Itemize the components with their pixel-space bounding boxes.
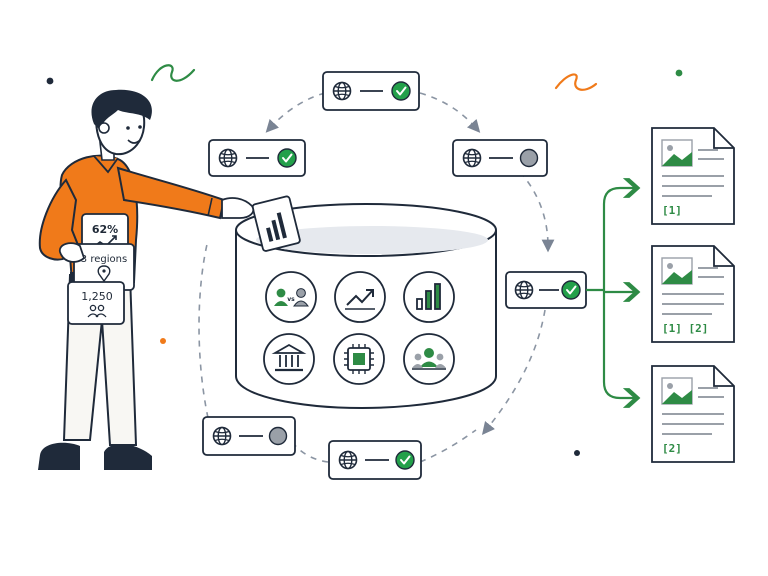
check-icon — [561, 280, 581, 300]
chip-icon — [333, 333, 385, 385]
output-arrows — [586, 178, 641, 408]
loop-node-upper-left — [208, 139, 306, 177]
image-placeholder-icon — [661, 257, 693, 285]
stat-percent: 62% — [92, 223, 118, 236]
check-icon — [277, 148, 297, 168]
check-icon — [391, 81, 411, 101]
output-document-1: [1] — [651, 127, 735, 225]
stat-count: 1,250 — [81, 290, 113, 303]
group-icon — [403, 333, 455, 385]
check-icon — [395, 450, 415, 470]
trend-line-icon — [334, 271, 386, 323]
image-placeholder-icon — [661, 377, 693, 405]
loop-node-right — [505, 271, 587, 309]
citation-label: [1] [2] — [662, 322, 708, 335]
people-icon — [87, 304, 107, 318]
stat-card-count: 1,250 — [67, 281, 125, 325]
comparison-icon: vs — [265, 271, 317, 323]
pending-dot-icon — [519, 148, 539, 168]
stat-cards: 62% 3 regions 1,250 — [59, 213, 135, 325]
loop-node-top — [322, 71, 420, 111]
svg-text:vs: vs — [287, 296, 295, 303]
loop-node-upper-right — [452, 139, 548, 177]
image-placeholder-icon — [661, 139, 693, 167]
decorations — [46, 64, 683, 456]
loop-node-lower-left — [202, 416, 296, 456]
citation-label: [2] — [662, 442, 682, 455]
output-documents: [1] [1] [2] — [651, 127, 735, 463]
citation-label: [1] — [662, 204, 682, 217]
output-document-3: [2] — [651, 365, 735, 463]
bank-icon — [263, 333, 315, 385]
database-icons: vs — [263, 271, 455, 385]
location-pin-icon — [97, 265, 111, 283]
bar-chart-icon — [403, 271, 455, 323]
inserted-document — [251, 195, 301, 252]
pending-dot-icon — [268, 426, 288, 446]
loop-node-bottom — [328, 440, 422, 480]
loop-nodes — [202, 71, 587, 480]
output-document-2: [1] [2] — [651, 245, 735, 343]
stat-regions: 3 regions — [81, 254, 127, 265]
